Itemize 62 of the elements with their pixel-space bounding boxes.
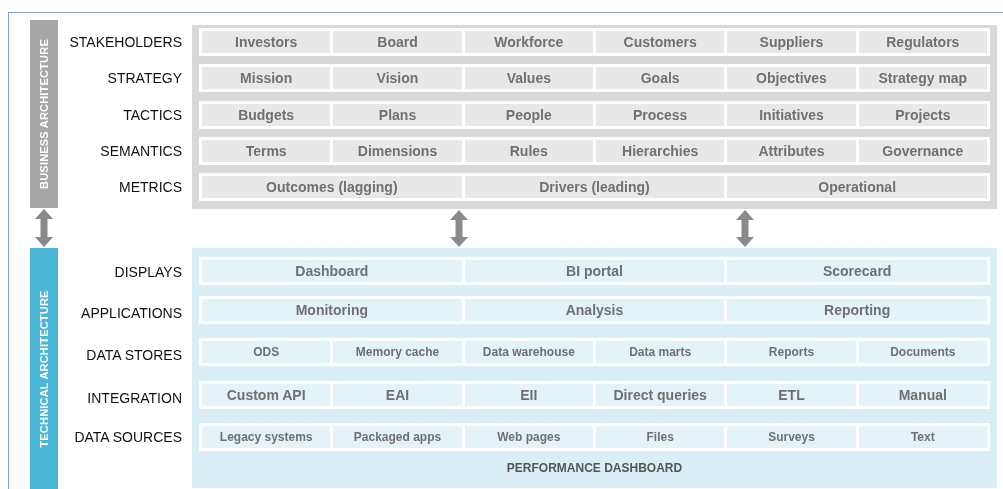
row-label: DISPLAYS	[113, 264, 182, 280]
category-cell: EAI	[333, 384, 462, 406]
category-cell: Rules	[464, 140, 593, 162]
category-cell: Data warehouse	[464, 341, 593, 363]
category-cell: Analysis	[464, 299, 725, 321]
category-cell: Governance	[858, 140, 987, 162]
category-cell: Projects	[858, 104, 987, 126]
category-cell: EII	[464, 384, 593, 406]
category-cell: Objectives	[727, 67, 856, 89]
category-cell: Manual	[858, 384, 987, 406]
category-cell: Attributes	[727, 140, 856, 162]
double-arrow	[35, 209, 53, 247]
category-cell: ETL	[727, 384, 856, 406]
category-cell: Drivers (leading)	[464, 176, 725, 198]
panel-background	[192, 25, 997, 209]
side-band	[30, 20, 58, 208]
category-cell: Text	[858, 426, 987, 448]
category-cell: Process	[596, 104, 725, 126]
category-cell: Custom API	[202, 384, 331, 406]
category-cell: Suppliers	[727, 31, 856, 53]
category-cell: Customers	[596, 31, 725, 53]
category-cell: Vision	[333, 67, 462, 89]
category-cell: Reporting	[727, 299, 987, 321]
band-title: TECHNICAL ARCHITECTURE	[38, 289, 50, 448]
band-title: BUSINESS ARCHITECTURE	[38, 39, 50, 189]
category-cell: Goals	[596, 67, 725, 89]
category-cell: Dashboard	[202, 260, 462, 282]
category-cell: People	[464, 104, 593, 126]
category-cell: Initiatives	[727, 104, 856, 126]
double-arrow	[736, 210, 754, 247]
category-cell: Outcomes (lagging)	[202, 176, 462, 198]
category-cell: BI portal	[464, 260, 725, 282]
category-cell: Operational	[727, 176, 987, 198]
category-cell: Surveys	[727, 426, 856, 448]
category-cell: Documents	[858, 341, 987, 363]
double-arrow	[450, 210, 468, 247]
category-cell: Monitoring	[202, 299, 462, 321]
category-cell: Data marts	[596, 341, 725, 363]
category-cell: Dimensions	[333, 140, 462, 162]
side-band	[30, 248, 58, 489]
category-cell: Scorecard	[727, 260, 987, 282]
category-cell: Terms	[202, 140, 331, 162]
category-cell: Legacy systems	[202, 426, 331, 448]
panel-title: PERFORMANCE DASHBOARD	[505, 461, 684, 475]
category-cell: Values	[464, 67, 593, 89]
category-cell: Files	[596, 426, 725, 448]
category-cell: Investors	[202, 31, 331, 53]
category-cell: Reports	[727, 341, 856, 363]
panel-background	[192, 248, 997, 488]
category-cell: Hierarchies	[596, 140, 725, 162]
category-cell: Workforce	[464, 31, 593, 53]
category-cell: Web pages	[464, 426, 593, 448]
category-cell: Regulators	[858, 31, 987, 53]
category-cell: Packaged apps	[333, 426, 462, 448]
category-cell: Plans	[333, 104, 462, 126]
category-cell: Mission	[202, 67, 331, 89]
category-cell: Budgets	[202, 104, 331, 126]
category-cell: Board	[333, 31, 462, 53]
category-cell: Strategy map	[858, 67, 987, 89]
category-cell: Direct queries	[596, 384, 725, 406]
category-cell: ODS	[202, 341, 331, 363]
category-cell: Memory cache	[333, 341, 462, 363]
